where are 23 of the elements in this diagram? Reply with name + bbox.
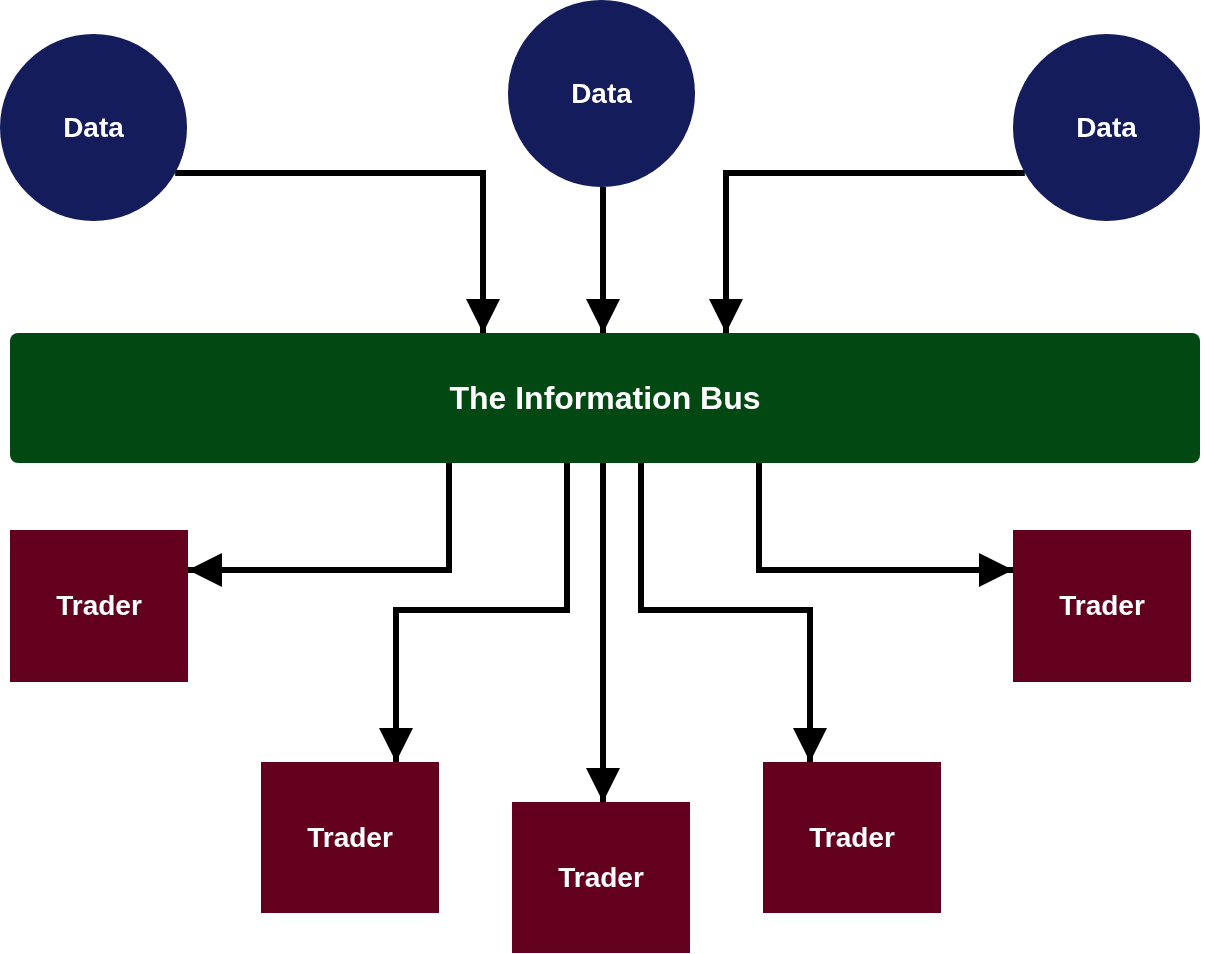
node-label: The Information Bus [449, 379, 761, 417]
trader-box [10, 530, 188, 682]
arrow [709, 170, 1025, 333]
node-label: Trader [558, 861, 644, 894]
trader-box [512, 802, 690, 953]
bus-bar [10, 333, 1200, 463]
node-label: Trader [307, 821, 393, 854]
node-label: Trader [1059, 590, 1145, 622]
arrow [188, 463, 452, 587]
arrow [586, 463, 620, 802]
node-label: Data [63, 111, 124, 144]
node-label: Data [571, 77, 632, 110]
node-label: Data [1076, 111, 1137, 144]
node-label: Trader [809, 821, 895, 854]
arrow [586, 187, 620, 333]
trader-box [1013, 530, 1191, 682]
arrow [175, 170, 500, 333]
trader-box [763, 762, 941, 913]
arrow [379, 463, 570, 762]
trader-box [261, 762, 439, 913]
arrow [756, 463, 1013, 587]
arrow [638, 463, 827, 762]
node-label: Trader [56, 590, 142, 622]
